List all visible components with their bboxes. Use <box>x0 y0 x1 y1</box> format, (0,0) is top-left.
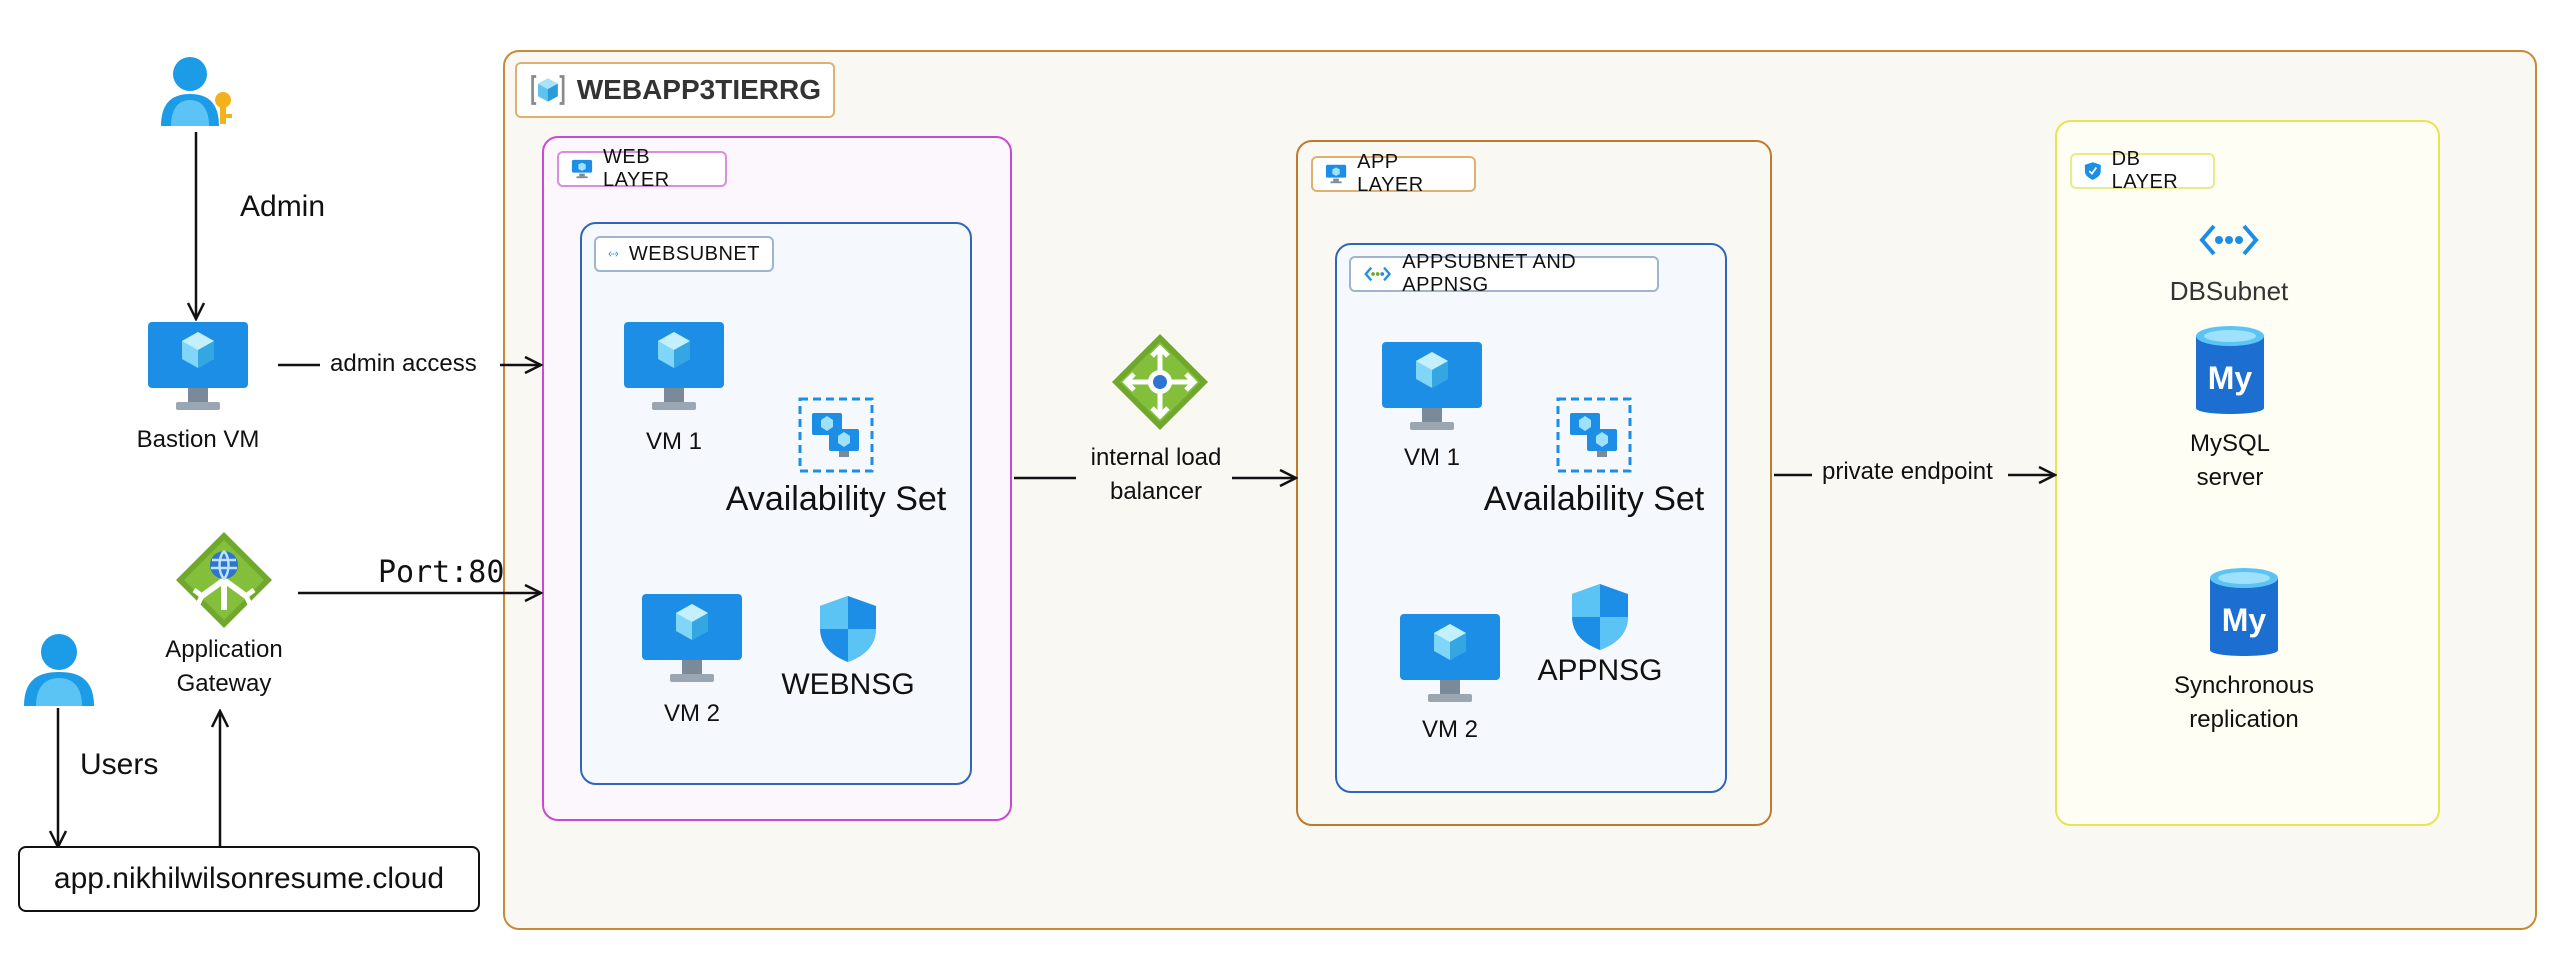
mysql-replica-icon-text: My <box>2221 602 2267 638</box>
mysql-replica-icon: My <box>2208 566 2280 662</box>
load-balancer-icon <box>1112 334 1208 430</box>
resource-group-title-tag: WEBAPP3TIERRG <box>515 62 835 118</box>
mysql-server-label-1: MySQL <box>2189 430 2271 457</box>
replication-label-1: Synchronous <box>2173 672 2315 699</box>
web-layer-tag: WEB LAYER <box>557 146 727 191</box>
admin-access-label: admin access <box>330 350 477 377</box>
web-subnet-container <box>580 222 972 785</box>
app-availability-set-label: Availability Set <box>1483 480 1705 518</box>
app-vm2-label: VM 2 <box>1421 716 1479 743</box>
db-subnet-icon <box>2199 224 2259 256</box>
bastion-vm-label: Bastion VM <box>136 426 260 453</box>
users-label: Users <box>80 748 159 781</box>
app-layer-tag: APP LAYER <box>1311 151 1476 196</box>
users-icon <box>24 634 94 706</box>
db-layer-tag: DB LAYER <box>2070 148 2215 193</box>
admin-user-icon <box>161 57 232 126</box>
subnet-icon <box>1364 266 1392 282</box>
web-nsg-label: WEBNSG <box>781 668 915 701</box>
load-balancer-label-2: balancer <box>1109 478 1203 505</box>
app-subnet-tag: APPSUBNET AND APPNSG <box>1349 251 1659 296</box>
mysql-server-icon-text: My <box>2207 360 2253 396</box>
db-layer-container <box>2055 120 2440 826</box>
web-vm2-icon <box>642 594 742 682</box>
mysql-server-label-2: server <box>2196 464 2264 491</box>
load-balancer-label-1: internal load <box>1090 444 1222 471</box>
private-endpoint-label: private endpoint <box>1822 458 1993 485</box>
resource-group-title: WEBAPP3TIERRG <box>576 74 821 105</box>
web-layer-title: WEB LAYER <box>603 146 670 191</box>
db-layer-title: DB LAYER <box>2111 148 2179 193</box>
db-shield-icon <box>2084 162 2101 180</box>
web-availability-set-icon <box>798 397 874 473</box>
app-vm1-label: VM 1 <box>1403 444 1461 471</box>
app-nsg-shield-icon <box>1572 584 1628 650</box>
subnet-icon <box>608 251 619 257</box>
application-gateway-icon <box>176 532 272 628</box>
replication-label-2: replication <box>2189 706 2299 733</box>
web-layer-icon <box>571 159 593 179</box>
web-vm2-label: VM 2 <box>663 700 721 727</box>
resource-group-icon <box>531 75 565 105</box>
web-vm1-label: VM 1 <box>645 428 703 455</box>
port-label: Port:80 <box>378 555 505 590</box>
app-vm2-icon <box>1400 614 1500 702</box>
web-nsg-shield-icon <box>820 596 876 662</box>
domain-label: app.nikhilwilsonresume.cloud <box>53 862 445 895</box>
app-vm1-icon <box>1382 342 1482 430</box>
web-subnet-title: WEBSUBNET <box>628 242 760 265</box>
bastion-vm-icon <box>148 322 248 410</box>
app-layer-title: APP LAYER <box>1357 151 1424 196</box>
application-gateway-label-2: Gateway <box>176 670 272 697</box>
app-layer-icon <box>1325 164 1347 184</box>
web-subnet-tag: WEBSUBNET <box>594 236 774 272</box>
admin-label: Admin <box>240 190 326 223</box>
app-subnet-container <box>1335 243 1727 793</box>
db-subnet-label: DBSubnet <box>2169 276 2289 306</box>
app-subnet-title: APPSUBNET AND APPNSG <box>1402 251 1577 296</box>
web-vm1-icon <box>624 322 724 410</box>
app-nsg-label: APPNSG <box>1537 654 1663 687</box>
app-availability-set-icon <box>1556 397 1632 473</box>
domain-box[interactable]: app.nikhilwilsonresume.cloud <box>18 846 480 912</box>
application-gateway-label-1: Application <box>165 636 283 663</box>
mysql-server-icon: My <box>2194 324 2266 420</box>
web-availability-set-label: Availability Set <box>725 480 947 518</box>
